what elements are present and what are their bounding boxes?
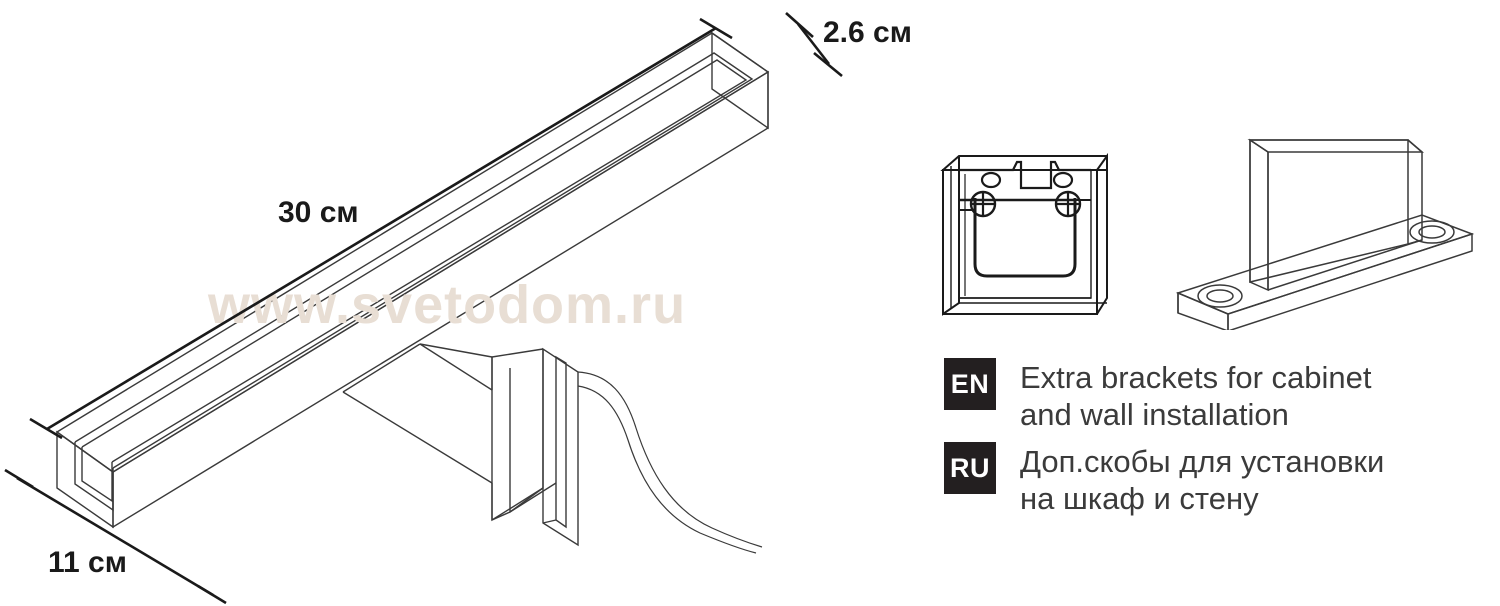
- legend-row-ru: RU Доп.скобы для установки на шкаф и сте…: [944, 442, 1484, 517]
- power-cord: [577, 371, 763, 554]
- wall-plate-hole-right: [1409, 220, 1455, 244]
- wall-plate-fin: [1247, 138, 1425, 292]
- lamp-right-end-cap: [711, 31, 769, 130]
- lamp-underside-panel: [342, 343, 493, 520]
- legend-text-ru-line-2: на шкаф и стену: [1020, 480, 1259, 516]
- screw-left: [969, 190, 997, 218]
- lamp-diffuser-channel: [74, 52, 754, 469]
- lamp-mounting-bracket: [419, 343, 579, 547]
- detail-u-clamp-bracket: [940, 152, 1108, 316]
- lamp-diffuser-left-end: [74, 442, 114, 512]
- dimension-line-length: [29, 17, 733, 440]
- dimension-line-depth: [785, 12, 843, 78]
- language-badge-ru: RU: [944, 442, 996, 495]
- language-badge-en: EN: [944, 358, 996, 410]
- screw-right: [1054, 190, 1082, 218]
- wall-plate-base: [1175, 214, 1475, 330]
- legend-text-en-line-1: Extra brackets for cabinet: [1020, 360, 1372, 395]
- legend-text-en-line-2: and wall installation: [1020, 396, 1289, 432]
- dimension-label-length: 30 см: [278, 196, 359, 229]
- dimension-label-depth: 2.6 см: [823, 16, 912, 49]
- legend-text-ru-line-1: Доп.скобы для установки: [1020, 444, 1385, 480]
- dimension-line-width: [4, 468, 227, 605]
- language-legend: EN Extra brackets for cabinet and wall i…: [944, 358, 1484, 526]
- dimension-label-width: 11 см: [48, 546, 127, 579]
- wall-plate-hole-left: [1197, 284, 1243, 308]
- legend-text-ru: Доп.скобы для установки на шкаф и стену: [1020, 442, 1384, 517]
- legend-row-en: EN Extra brackets for cabinet and wall i…: [944, 358, 1484, 433]
- detail-wall-plate-bracket: [1175, 138, 1475, 330]
- legend-text-en: Extra brackets for cabinet and wall inst…: [1020, 358, 1372, 433]
